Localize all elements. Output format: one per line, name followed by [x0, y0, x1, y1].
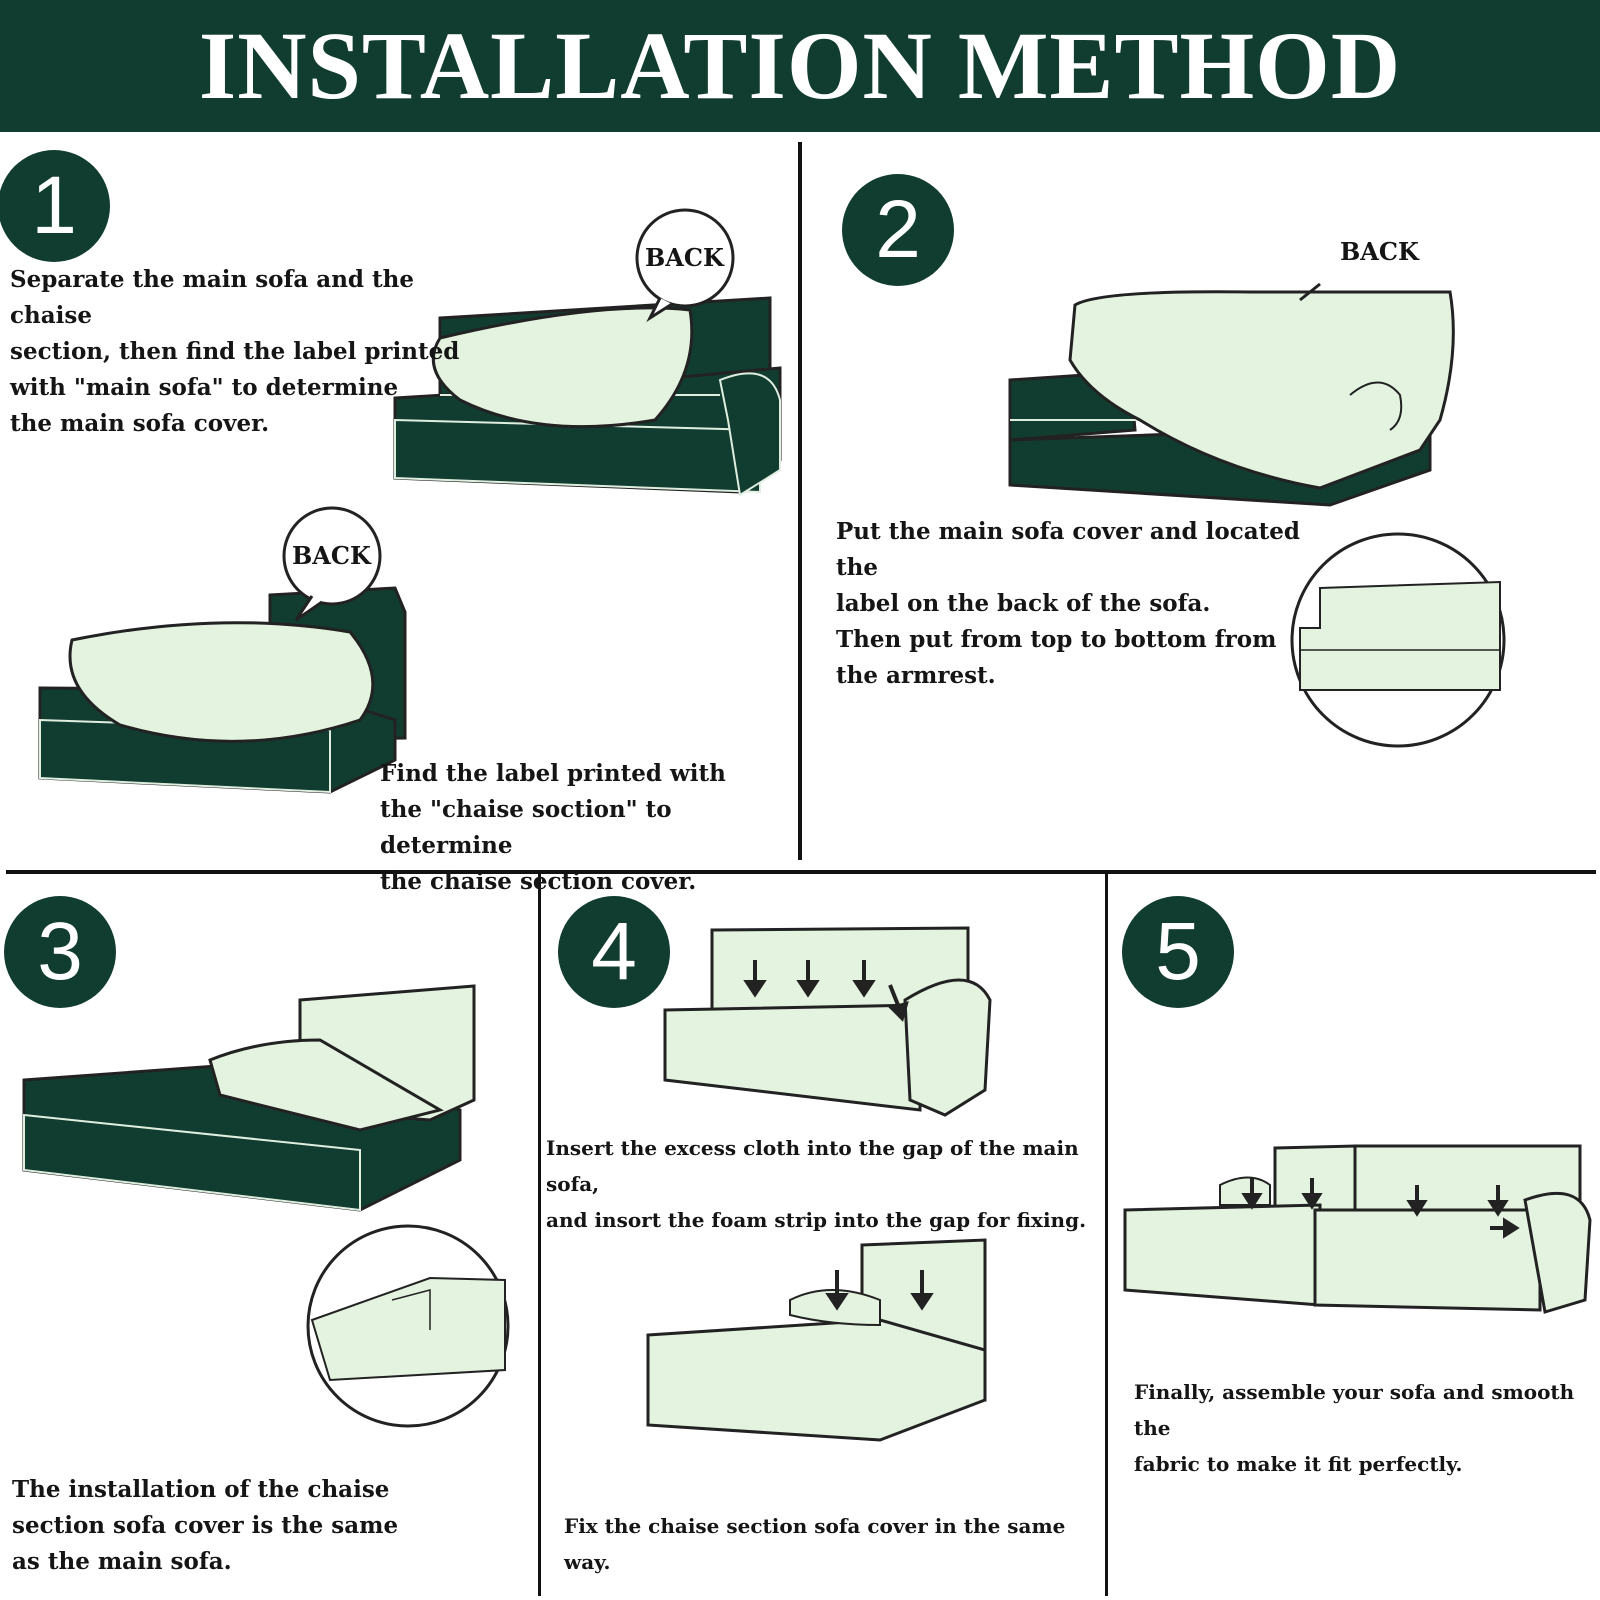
main-sofa-illustration: [393, 296, 782, 497]
step3-text: The installation of the chaise section s…: [12, 1476, 399, 1575]
divider-horizontal: [6, 870, 1596, 874]
step4-text-main: Insert the excess cloth into the gap of …: [546, 1136, 1087, 1232]
divider-bottom-right: [1105, 874, 1108, 1596]
step5-text: Finally, assemble your sofa and smooth t…: [1134, 1380, 1575, 1476]
back-bubble-1: BACK: [635, 208, 735, 323]
chaise-cover-illustration: [22, 984, 476, 1212]
zoom-circle-step2: [1290, 532, 1506, 748]
back-bubble-2: BACK: [282, 506, 382, 622]
step4-chaise-illustration: [646, 1238, 987, 1442]
zoom-circle-step3: [306, 1224, 510, 1428]
page-title: INSTALLATION METHOD: [198, 12, 1402, 119]
back-label-2: BACK: [292, 541, 372, 570]
divider-top-vertical: [798, 142, 802, 860]
step5-sectional-illustration: [1123, 1144, 1592, 1314]
step-number-5: 5: [1122, 896, 1234, 1008]
step1-text-chaise: Find the label printed with the "chaise …: [380, 760, 726, 895]
step4-text-chaise: Fix the chaise section sofa cover in the…: [564, 1514, 1066, 1574]
step-number-2: 2: [842, 174, 954, 286]
step4-sofa-illustration: [663, 926, 992, 1117]
chaise-illustration: [38, 586, 407, 794]
step-number-1: 1: [0, 150, 110, 262]
step2-text: Put the main sofa cover and located the …: [836, 518, 1300, 689]
sofa-cover-illustration: BACK: [1008, 237, 1455, 507]
back-label-3: BACK: [1340, 237, 1420, 266]
title-banner: INSTALLATION METHOD: [0, 0, 1600, 132]
back-label-1: BACK: [645, 243, 725, 272]
step-number-3: 3: [4, 896, 116, 1008]
step-number-4: 4: [558, 896, 670, 1008]
divider-bottom-left: [538, 874, 541, 1596]
step1-text-main-sofa: Separate the main sofa and the chaise se…: [10, 266, 460, 437]
